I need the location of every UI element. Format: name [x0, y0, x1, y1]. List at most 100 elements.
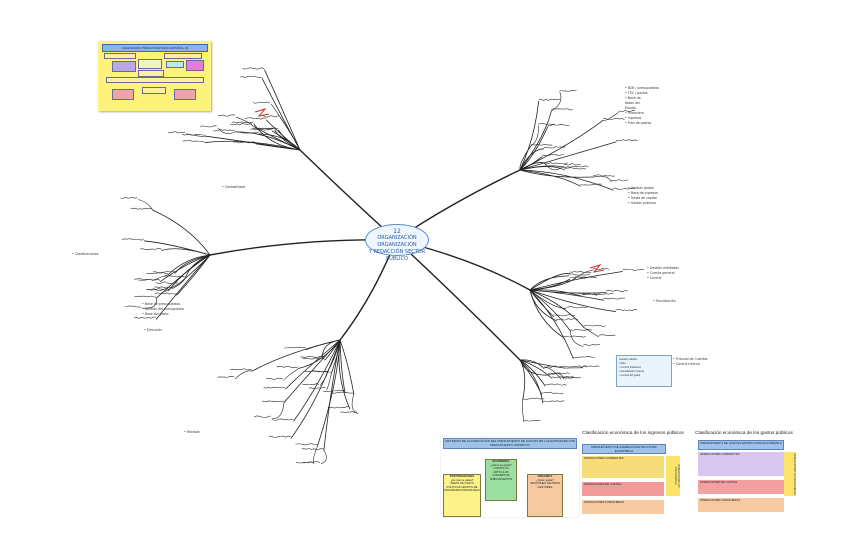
branch-label [523, 398, 545, 399]
branch-lower-leaf [352, 394, 358, 413]
note-line: • Fiscalización [653, 299, 676, 304]
note-box [112, 89, 134, 100]
note-line: • Revisión [184, 430, 200, 435]
left-top-note: • Contabilidad [222, 185, 245, 190]
note-line: • Control [647, 276, 679, 281]
branch-label [266, 378, 283, 379]
left-single-note: • Ejecución [144, 328, 162, 333]
branch-label [556, 318, 578, 320]
branch-label [593, 175, 615, 176]
branch-label [244, 118, 266, 119]
right-low-notes: • Gestión entidades • Cuenta general • C… [647, 266, 679, 281]
section-label: OPERACIONES CORRIENTES [700, 452, 784, 456]
branch-label [122, 239, 144, 240]
central-topic: 12 ORGANIZACIÓN ORGANIZACIÓN Y REDACCIÓN… [365, 224, 429, 256]
note-line: • Contabilidad [222, 185, 245, 190]
section-label: OPERACIONES DE CAPITAL [584, 482, 664, 486]
branch-label [253, 102, 270, 103]
branch-label [254, 416, 271, 418]
branch-label [134, 317, 156, 318]
branch-label [230, 123, 252, 125]
left-notes: • Base de presupuestos • Gestión del pre… [142, 302, 184, 317]
branch-label [599, 335, 616, 336]
branch-label [567, 166, 589, 167]
branch-label [560, 90, 577, 91]
note-line: • Base del gasto [142, 312, 184, 317]
note-box [112, 61, 136, 72]
branch-label [584, 325, 606, 326]
branch-label [213, 130, 235, 131]
branch-lower-sub [299, 340, 340, 368]
box-body: ÁREAS DE GASTO POLÍTICAS GRUPOS DE PROGR… [444, 482, 480, 493]
branch-label [606, 290, 628, 291]
branch-label [262, 401, 284, 402]
branch-label [571, 329, 593, 330]
section-label: OPERACIONES FINANCIERAS [584, 500, 664, 504]
expense-panel: Clasificación económica de los gastos pú… [690, 430, 798, 520]
branch-lower-leaf [321, 450, 326, 463]
branch-label [302, 448, 324, 449]
branch-label [124, 306, 141, 307]
branch-lower-leaf [235, 371, 252, 379]
bottom-note: • Revisión [184, 430, 200, 435]
branch-label [564, 168, 586, 170]
branch-label [554, 315, 576, 316]
right-bottom-notes: • Tribunal de Cuentas • Control interno [673, 357, 708, 367]
expense-capital: OPERACIONES DE CAPITAL [698, 480, 784, 494]
criteria-panel: CRITERIOS DE CLASIFICACIÓN DEL PRESUPUES… [441, 437, 579, 517]
branch-label [218, 115, 235, 116]
right-small-note: • Fiscalización [653, 299, 676, 304]
branch-label [155, 293, 177, 294]
branch-label [328, 407, 350, 408]
branch-label [611, 180, 628, 182]
branch-label [564, 164, 581, 165]
branch-label [277, 366, 299, 367]
branch-lower-leaf [313, 446, 317, 464]
income-financieras: OPERACIONES FINANCIERAS [582, 500, 664, 514]
branch-label [323, 391, 345, 392]
branch-label [524, 420, 541, 421]
branch-label [564, 336, 586, 337]
branch-label [622, 269, 644, 271]
criteria-box-economica: ECONÓMICA ¿Cómo se gasta? CAPÍTULOS ARTÍ… [485, 459, 517, 501]
note-box [142, 87, 166, 94]
gestion-callout: Gestión pública • Plan • Control financi… [616, 355, 672, 387]
callout-line: • Control del gasto [619, 374, 669, 378]
note-box [174, 89, 196, 100]
branch-label [566, 306, 588, 307]
central-topic-line-2: Y REDACCIÓN SECTOR PÚBLICO [366, 249, 428, 263]
branch-label [146, 288, 168, 289]
branch-label [583, 344, 600, 345]
right-top-notes: • BOE / presupuestos • TEC / gastos • Ba… [625, 86, 659, 126]
branch-label [573, 357, 595, 358]
central-topic-number: 12 [366, 228, 428, 235]
expense-side-tab: OPERACIONES NO FINANCIERAS [784, 452, 796, 496]
expense-corrientes: OPERACIONES CORRIENTES [698, 452, 784, 476]
branch-label [120, 197, 137, 198]
note-box [138, 70, 164, 77]
branch-lower-leaf [327, 373, 332, 389]
branch-label [230, 369, 252, 370]
branch-label [243, 68, 265, 70]
branch-left-sub [153, 210, 210, 255]
branch-label [183, 140, 205, 141]
branch-upper-right-leaf [551, 92, 561, 111]
branch-label [332, 392, 354, 393]
note-box [166, 61, 184, 68]
branch-right-leaf [579, 294, 597, 296]
central-topic-line-1: ORGANIZACIÓN ORGANIZACIÓN [366, 235, 428, 249]
branch-label [569, 274, 591, 276]
note-line: • Clasificaciones [72, 252, 98, 257]
income-corrientes: OPERACIONES CORRIENTES [582, 456, 664, 478]
branch-label [138, 279, 160, 280]
branch-label [570, 272, 592, 273]
branch-label [217, 377, 234, 378]
branch-lower-leaf [272, 403, 284, 419]
branch-label [543, 401, 565, 402]
branch-label [593, 269, 610, 270]
calendar-sticky-note: CALENDARIO PRESUPUESTARIO ESPAÑOL (4) [98, 41, 211, 111]
branch-lower-leaf [320, 373, 327, 386]
left-mid-note: • Clasificaciones [72, 252, 98, 257]
right-mid-notes: • Gestión global • Base de ingresos • Ga… [628, 186, 658, 206]
branch-label [615, 309, 637, 311]
